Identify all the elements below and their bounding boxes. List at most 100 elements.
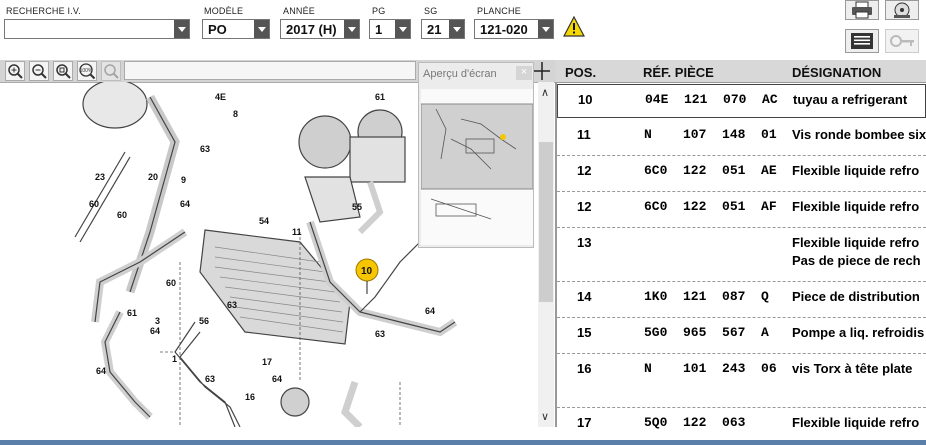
row-ref: 1K0 121 087 Q (644, 289, 769, 304)
print-icon (852, 1, 872, 19)
diagram-label: 4E (215, 92, 226, 102)
table-row[interactable]: 13 Flexible liquide refro Pas de piece d… (557, 228, 926, 282)
diagram-label: 61 (127, 308, 137, 318)
preview-panel: Aperçu d'écran × (418, 62, 534, 248)
zoom-in-button[interactable] (5, 61, 25, 81)
row-des: Flexible liquide refro (792, 415, 920, 430)
table-row[interactable]: 17 5Q0 122 063 Flexible liquide refro (557, 408, 926, 440)
row-des: Flexible liquide refro (792, 163, 920, 178)
row-pos: 13 (577, 235, 592, 250)
scrollbar-thumb[interactable] (539, 142, 553, 302)
diagram-label: 63 (200, 144, 210, 154)
table-row[interactable]: 12 6C0 122 051 AE Flexible liquide refro (557, 156, 926, 192)
row-pos: 11 (577, 127, 591, 142)
recherche-select[interactable] (4, 19, 190, 39)
row-pos: 17 (577, 415, 592, 430)
chevron-up-icon[interactable]: ∧ (541, 87, 550, 99)
chevron-down-icon[interactable]: ∨ (541, 411, 550, 423)
sg-select[interactable]: 21 (421, 19, 465, 39)
pg-label: PG (372, 6, 386, 16)
modele-select[interactable]: PO (202, 19, 270, 39)
row-pos: 12 (577, 163, 592, 178)
list-button[interactable] (845, 29, 879, 53)
table-row[interactable]: 15 5G0 965 567 A Pompe a liq. refroidis (557, 318, 926, 354)
diagram-label: 1 (172, 354, 177, 364)
table-row[interactable]: 11 N 107 148 01 Vis ronde bombee six (557, 120, 926, 156)
diagram-label: 60 (117, 210, 127, 220)
magnifier-button[interactable] (101, 61, 121, 81)
modele-label: MODÈLE (204, 6, 244, 16)
diagram-label: 23 (95, 172, 105, 182)
bottom-bar (0, 440, 926, 445)
row-ref: N 101 243 06 (644, 361, 777, 376)
table-divider (555, 82, 557, 427)
diagram-label: 60 (89, 199, 99, 209)
planche-label: PLANCHE (477, 6, 521, 16)
diagram-label: 56 (199, 316, 209, 326)
row-pos: 15 (577, 325, 592, 340)
diagram-label: 60 (166, 278, 176, 288)
table-row[interactable]: 14 1K0 121 087 Q Piece de distribution (557, 282, 926, 318)
parts-diagram[interactable]: 23 20 9 63 4E 8 61 60 60 64 54 55 11 10 … (0, 82, 538, 427)
chevron-down-icon[interactable] (344, 20, 359, 38)
table-row[interactable]: 12 6C0 122 051 AF Flexible liquide refro (557, 192, 926, 228)
zoom-out-button[interactable] (29, 61, 49, 81)
table-header: POS. RÉF. PIÈCE DÉSIGNATION (555, 60, 926, 83)
diagram-label: 17 (262, 357, 272, 367)
diagram-label: 20 (148, 172, 158, 182)
key-button[interactable] (885, 29, 919, 53)
diagram-label: 64 (272, 374, 282, 384)
row-ref: 04E 121 070 AC (645, 92, 778, 107)
annee-value: 2017 (H) (286, 22, 337, 37)
diagram-search-field[interactable] (124, 61, 416, 80)
key-icon (890, 35, 914, 47)
preview-thumbnail[interactable] (421, 89, 533, 245)
diagram-label: 55 (352, 202, 362, 212)
zoom-in-icon (8, 64, 23, 79)
chevron-down-icon[interactable] (254, 20, 269, 38)
diagram-label: 8 (233, 109, 238, 119)
pg-select[interactable]: 1 (369, 19, 411, 39)
diagram-label: 10 (361, 266, 373, 277)
zoom-100-icon: 100% (79, 63, 96, 80)
annee-label: ANNÉE (283, 6, 316, 16)
diagram-label: 63 (227, 300, 237, 310)
chevron-down-icon[interactable] (449, 20, 464, 38)
disc-icon (894, 2, 910, 18)
crosshair-icon[interactable] (533, 60, 551, 82)
zoom-fit-button[interactable] (53, 61, 73, 81)
diagram-label: 64 (180, 199, 190, 209)
chevron-down-icon[interactable] (174, 20, 189, 38)
row-ref: 5Q0 122 063 (644, 415, 746, 430)
diagram-label: 64 (425, 306, 435, 316)
row-pos: 12 (577, 199, 592, 214)
close-icon[interactable]: × (516, 66, 532, 80)
row-ref: N 107 148 01 (644, 127, 777, 142)
diagram-label: 63 (375, 329, 385, 339)
print-button[interactable] (845, 0, 879, 20)
disc-button[interactable] (885, 0, 919, 20)
diagram-label: 54 (259, 216, 269, 226)
table-row[interactable]: 10 04E 121 070 AC tuyau a refrigerant (557, 84, 926, 118)
recherche-label: RECHERCHE I.V. (6, 6, 81, 16)
col-des-header: DÉSIGNATION (792, 65, 882, 80)
diagram-scrollbar[interactable]: ∧ ∨ (538, 82, 554, 427)
planche-select[interactable]: 121-020 (474, 19, 554, 39)
row-des-note: Pas de piece de rech (792, 253, 921, 268)
table-row[interactable]: 16 N 101 243 06 vis Torx à tête plate (557, 354, 926, 408)
row-des: Flexible liquide refro (792, 199, 920, 214)
modele-value: PO (208, 22, 227, 37)
magnifier-icon (104, 64, 119, 79)
chevron-down-icon[interactable] (395, 20, 410, 38)
list-icon (851, 33, 873, 49)
row-ref: 5G0 965 567 A (644, 325, 769, 340)
sg-value: 21 (427, 22, 442, 37)
row-ref: 6C0 122 051 AE (644, 163, 777, 178)
annee-select[interactable]: 2017 (H) (280, 19, 360, 39)
row-des: tuyau a refrigerant (793, 92, 908, 107)
chevron-down-icon[interactable] (538, 20, 553, 38)
zoom-100-button[interactable]: 100% (77, 61, 97, 81)
row-pos: 14 (577, 289, 592, 304)
row-des: Piece de distribution (792, 289, 920, 304)
row-des: Flexible liquide refro (792, 235, 920, 250)
